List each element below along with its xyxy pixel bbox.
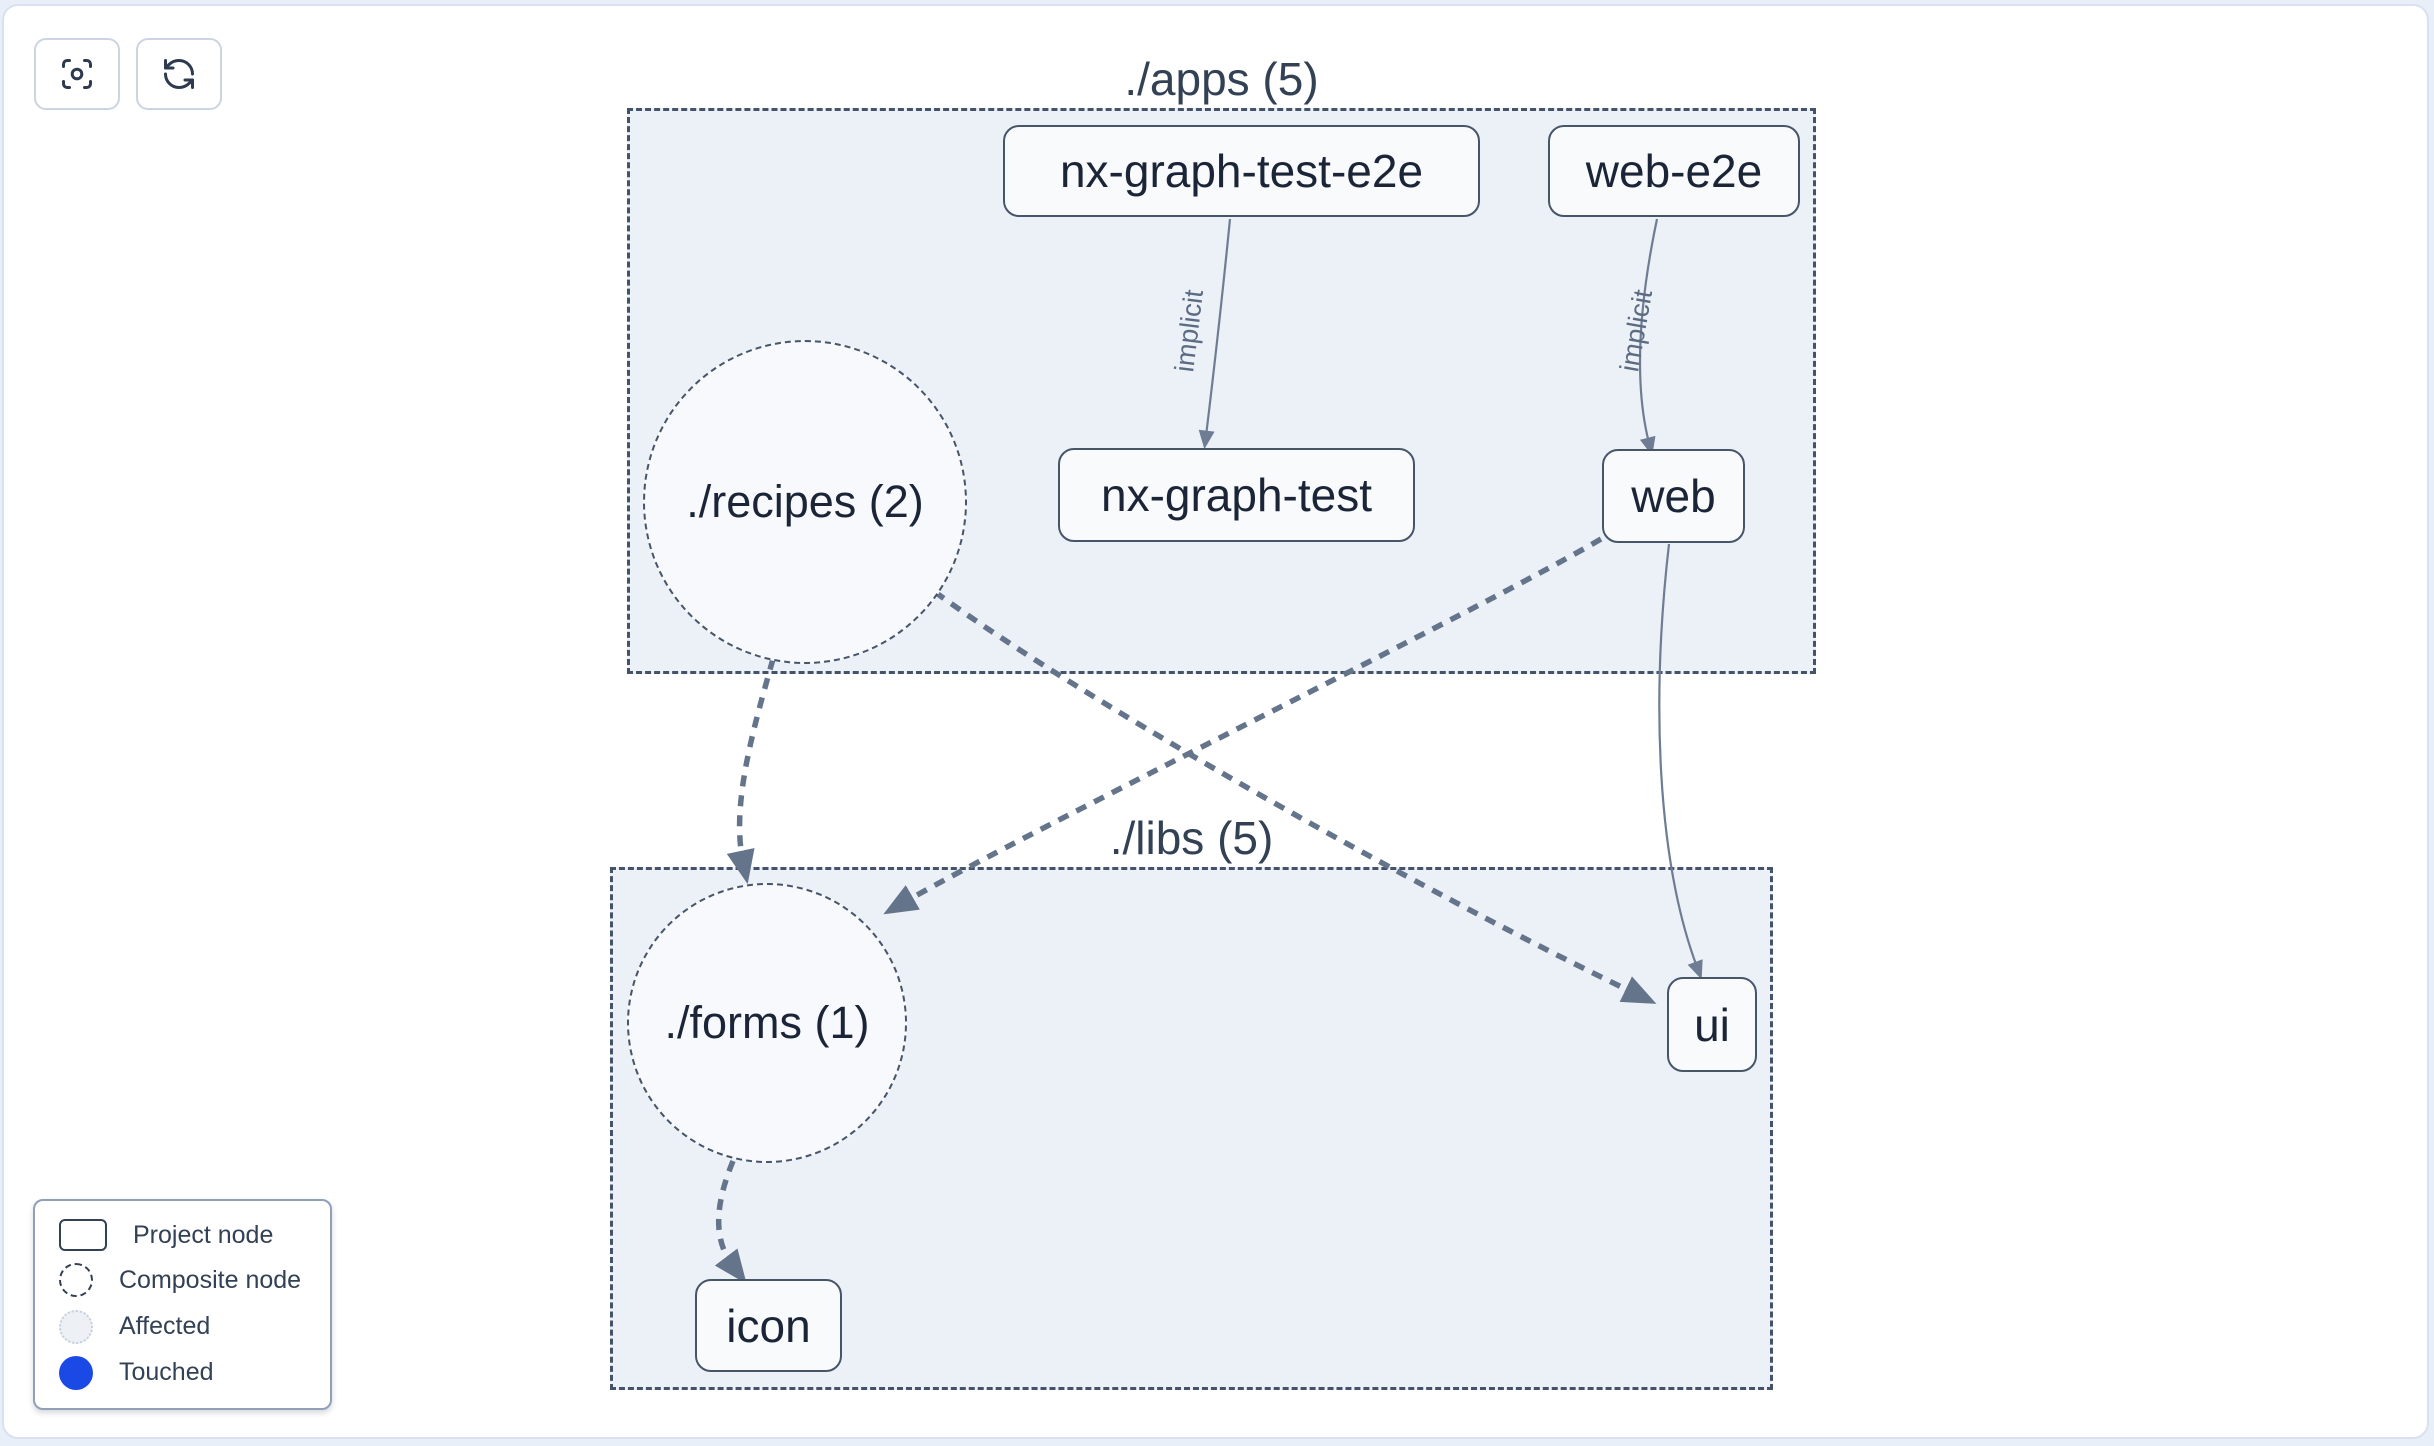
- refresh-icon: [164, 59, 194, 89]
- project-node-nx-graph-test-e2e[interactable]: nx-graph-test-e2e: [1003, 125, 1480, 217]
- affected-swatch: [59, 1309, 93, 1344]
- project-node-ui[interactable]: ui: [1667, 977, 1757, 1072]
- project-node-nx-graph-test[interactable]: nx-graph-test: [1058, 448, 1415, 542]
- edge-label-implicit-2: implicit: [1614, 287, 1658, 374]
- project-node-swatch: [59, 1219, 107, 1252]
- composite-node-recipes[interactable]: ./recipes (2): [643, 340, 967, 664]
- node-label: nx-graph-test-e2e: [1059, 145, 1424, 197]
- graph-toolbar: [34, 38, 222, 110]
- legend-label: Composite node: [119, 1265, 302, 1294]
- legend-item-project-node: Project node: [35, 1219, 330, 1252]
- edge-nx-graph-test-e2e-to-nx-graph-test[interactable]: [1198, 218, 1232, 450]
- node-label: web-e2e: [1585, 145, 1763, 197]
- legend-item-touched: Touched: [35, 1355, 330, 1390]
- node-label: ./forms (1): [664, 997, 870, 1048]
- node-label: nx-graph-test: [1100, 469, 1372, 521]
- legend-label: Touched: [119, 1358, 214, 1387]
- edge-forms-to-icon[interactable]: [714, 1159, 747, 1285]
- focus-button[interactable]: [34, 38, 120, 110]
- node-label: icon: [726, 1299, 811, 1352]
- edge-recipes-to-forms[interactable]: [726, 658, 776, 885]
- legend: Project node Composite node Affected Tou…: [33, 1199, 332, 1410]
- project-node-web-e2e[interactable]: web-e2e: [1548, 125, 1800, 217]
- composite-node-swatch: [59, 1263, 93, 1298]
- legend-label: Affected: [119, 1312, 211, 1341]
- edge-web-e2e-to-web[interactable]: [1638, 218, 1659, 456]
- project-node-icon[interactable]: icon: [695, 1279, 842, 1372]
- legend-item-affected: Affected: [35, 1309, 330, 1344]
- node-label: ui: [1694, 998, 1730, 1051]
- refresh-button[interactable]: [136, 38, 222, 110]
- touched-swatch: [59, 1355, 93, 1390]
- node-label: ./recipes (2): [686, 476, 924, 527]
- node-label: web: [1631, 470, 1716, 522]
- cluster-apps-label: ./apps (5): [1124, 53, 1319, 105]
- legend-item-composite-node: Composite node: [35, 1263, 330, 1298]
- edge-web-to-forms[interactable]: [883, 536, 1603, 915]
- edge-label-implicit-1: implicit: [1169, 288, 1209, 374]
- focus-icon: [62, 59, 92, 89]
- cluster-libs-label: ./libs (5): [1109, 812, 1274, 864]
- legend-label: Project node: [133, 1220, 274, 1249]
- composite-node-forms[interactable]: ./forms (1): [627, 883, 907, 1163]
- edge-web-to-ui[interactable]: [1658, 543, 1703, 980]
- project-node-web[interactable]: web: [1602, 449, 1745, 543]
- edge-recipes-to-ui[interactable]: [933, 589, 1657, 1004]
